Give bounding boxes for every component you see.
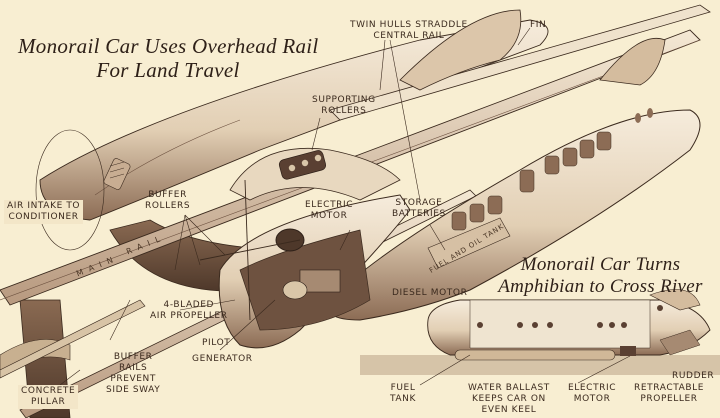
label-pilot-generator: PILOT GENERATOR <box>192 338 253 364</box>
leader-lines <box>59 27 631 386</box>
title-river-crossing: Monorail Car Turns Amphibian to Cross Ri… <box>478 254 720 298</box>
label-electric-motor-river: ELECTRIC MOTOR <box>568 383 617 404</box>
title-line-1: Monorail Car Turns <box>520 254 681 275</box>
label-water-ballast: WATER BALLAST KEEPS CAR ON EVEN KEEL <box>468 383 550 415</box>
label-buffer-rollers: BUFFER ROLLERS <box>145 190 191 211</box>
label-supporting-rollers: SUPPORTING ROLLERS <box>312 95 376 116</box>
label-retractable-propeller: RETRACTABLE PROPELLER <box>634 383 705 404</box>
supporting-rollers-housing <box>229 147 401 201</box>
engine-cutaway <box>199 179 411 349</box>
label-storage-batteries: STORAGE BATTERIES <box>392 198 446 219</box>
label-fuel-tank: FUEL TANK <box>390 383 416 404</box>
label-diesel-motor: DIESEL MOTOR <box>392 288 468 298</box>
windows <box>451 108 653 231</box>
ballast-tank <box>454 349 616 361</box>
label-fin: FIN <box>530 20 547 30</box>
label-buffer-rails: BUFFER RAILS PREVENT SIDE SWAY <box>106 352 161 395</box>
label-twin-hulls: TWIN HULLS STRADDLE CENTRAL RAIL <box>350 20 468 41</box>
title-land-travel: Monorail Car Uses Overhead Rail For Land… <box>18 34 318 82</box>
title-line-2: Amphibian to Cross River <box>498 276 703 297</box>
label-concrete-pillar: CONCRETE PILLAR <box>18 385 79 409</box>
air-intake-vent <box>103 158 131 190</box>
label-air-propeller: 4-BLADED AIR PROPELLER <box>150 300 228 321</box>
title-line-1: Monorail Car Uses Overhead Rail <box>18 34 319 58</box>
label-rudder: RUDDER <box>672 371 715 381</box>
fuel-oil-tank <box>427 217 511 269</box>
amphibian-inset <box>360 289 720 375</box>
right-hull <box>327 108 701 321</box>
air-propeller-blade <box>244 179 251 321</box>
label-air-intake: AIR INTAKE TO CONDITIONER <box>4 200 84 224</box>
title-line-2: For Land Travel <box>96 58 240 82</box>
label-electric-motor-main: ELECTRIC MOTOR <box>305 200 354 221</box>
tail-fins <box>399 9 666 91</box>
